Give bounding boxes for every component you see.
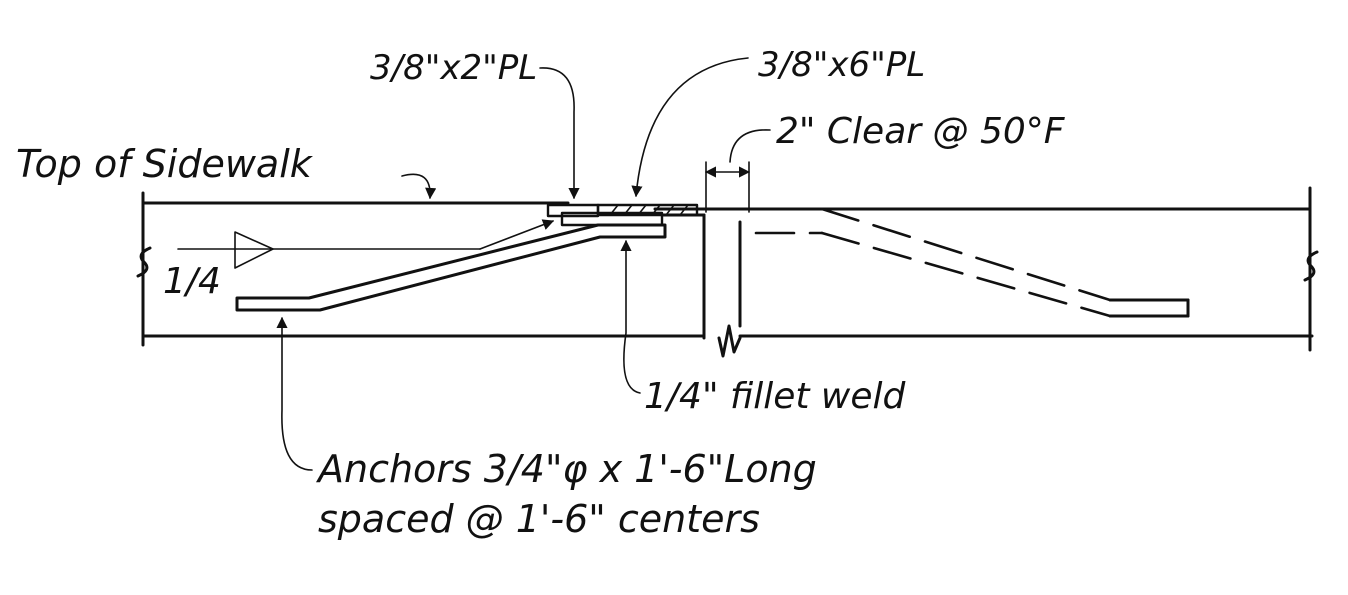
right-anchor-hidden — [754, 207, 1190, 318]
leader-plate-small — [539, 67, 580, 200]
break-mark-left — [136, 246, 152, 278]
label-plate-large: 3/8"x6"PL — [758, 45, 925, 85]
plate-hatching — [609, 204, 689, 216]
label-anchors-line1: Anchors 3/4"φ x 1'-6"Long — [315, 447, 817, 491]
label-plate-small: 3/8"x2"PL — [370, 48, 537, 88]
label-anchors-line2: spaced @ 1'-6" centers — [318, 497, 760, 541]
label-top-of-sidewalk: Top of Sidewalk — [16, 142, 314, 186]
small-plate — [546, 203, 600, 218]
joint-break-mark — [717, 324, 742, 358]
leader-clearance — [729, 129, 771, 163]
left-anchor-bar — [235, 223, 667, 312]
weld-symbol — [177, 219, 555, 269]
anchor-dash-diag-upper — [820, 207, 1112, 302]
expansion-joint — [702, 161, 751, 358]
leader-top-of-sidewalk — [401, 173, 437, 200]
leaders — [276, 57, 771, 471]
label-fillet-weld: 1/4" fillet weld — [644, 376, 907, 417]
weld-arrow — [479, 219, 555, 250]
large-plate — [596, 203, 699, 217]
slab-outline — [136, 186, 1319, 352]
weld-symbol-triangle — [234, 231, 274, 269]
leader-fillet-weld — [620, 239, 641, 394]
break-mark-right — [1303, 250, 1319, 282]
leader-anchors — [276, 316, 313, 471]
leader-plate-large — [631, 57, 749, 198]
label-weld-size: 1/4 — [163, 261, 221, 302]
label-clearance: 2" Clear @ 50°F — [776, 111, 1066, 152]
anchor-dash-diag-lower — [820, 231, 1112, 318]
